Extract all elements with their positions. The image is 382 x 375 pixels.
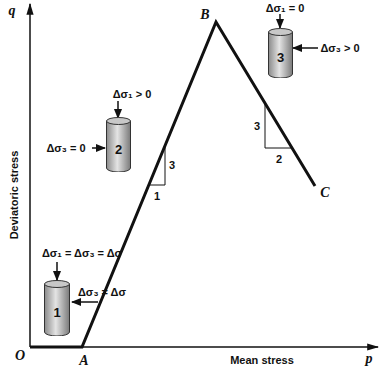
axis-title: Deviatoric stress	[9, 151, 20, 240]
annotation: Δσ₁ = 0	[266, 3, 305, 14]
annotation: Δσ₃ = Δσ	[78, 287, 126, 298]
annotation: 3	[169, 160, 175, 171]
sample-number: 1	[53, 305, 60, 320]
sample-cylinder: 1	[44, 280, 70, 336]
load-arrow	[117, 101, 119, 118]
stress-path	[30, 22, 315, 347]
q-axis	[29, 4, 31, 347]
load-arrow	[92, 147, 105, 149]
axis-letter: C	[320, 186, 329, 200]
annotation: Δσ₁ > 0	[113, 89, 152, 100]
load-arrow	[72, 301, 98, 303]
axis-letter: A	[79, 354, 88, 368]
sample-number: 2	[115, 141, 122, 156]
sample-cylinder: 2	[106, 117, 131, 172]
axis-title: Mean stress	[230, 355, 294, 366]
annotation: Δσ₁ = Δσ₃ = Δσ	[42, 248, 122, 259]
annotation: 1	[154, 191, 160, 202]
slope-triangle	[149, 146, 165, 185]
axis-letter: B	[200, 8, 209, 22]
sample-number: 3	[277, 50, 284, 65]
slope-triangle	[265, 103, 292, 148]
annotation: Δσ₃ = 0	[46, 143, 85, 154]
annotation: 2	[276, 154, 282, 165]
load-arrow	[279, 14, 281, 28]
load-arrow	[293, 47, 318, 49]
axis-letter: O	[15, 349, 25, 363]
annotation: Δσ₃ > 0	[320, 43, 359, 54]
axis-letter: q	[9, 4, 16, 18]
axis-letter: p	[366, 352, 373, 366]
load-arrow	[56, 262, 58, 280]
sample-cylinder: 3	[268, 28, 293, 78]
annotation: 3	[254, 121, 260, 132]
